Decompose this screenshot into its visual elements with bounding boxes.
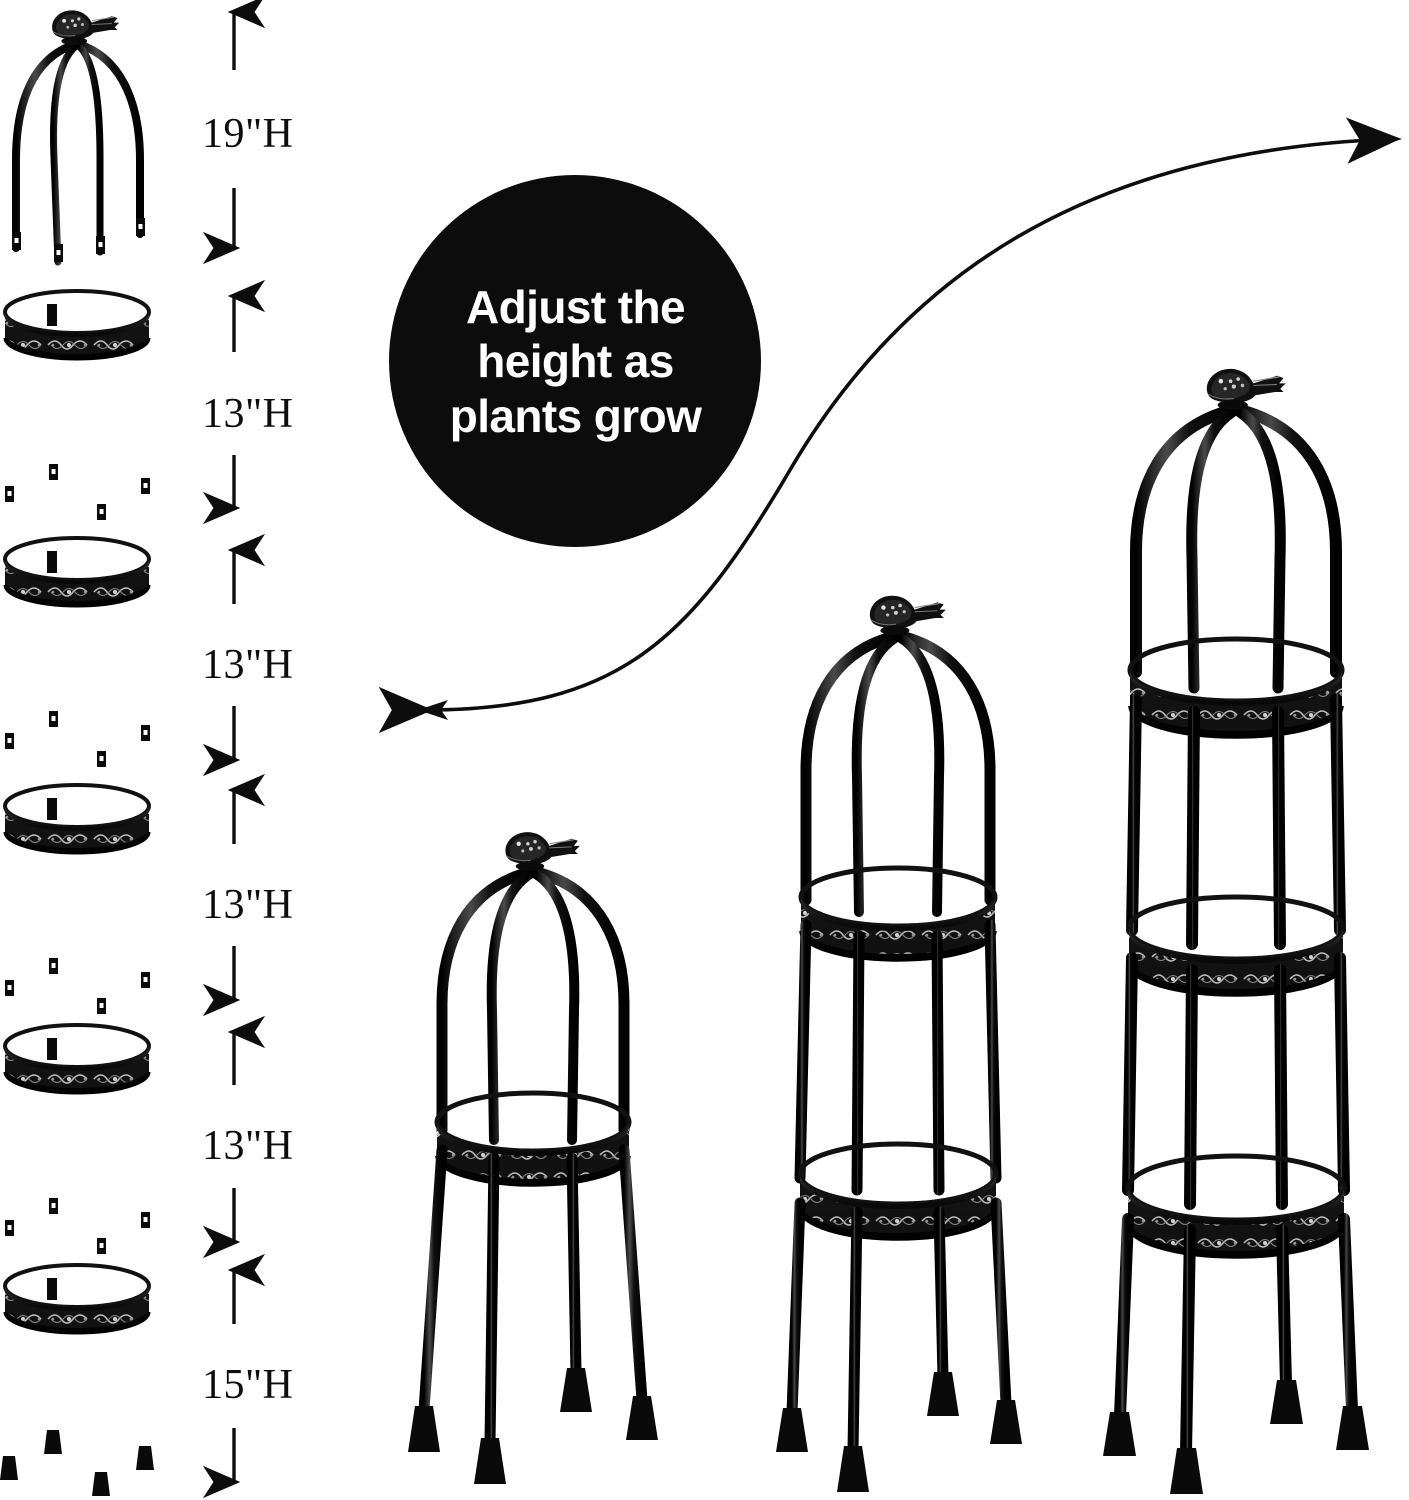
growth-arrow <box>378 117 1402 734</box>
dimension-label-6: 15"H <box>202 1362 294 1408</box>
decorative-ring <box>1125 1153 1347 1259</box>
decorative-ring <box>797 1141 999 1241</box>
part-base-ring-segment-with-feet <box>0 1263 154 1496</box>
dimension-label-4: 13"H <box>202 882 294 928</box>
dimension-label-3: 13"H <box>202 642 294 688</box>
part-dome-top-with-bird-finial <box>12 9 145 266</box>
part-extension-ring-segment <box>3 536 151 767</box>
dimension-label-5: 13"H <box>202 1123 294 1169</box>
flared-foot <box>776 1372 1022 1492</box>
exploded-parts-column <box>0 0 266 1499</box>
tower-small <box>408 831 658 1484</box>
dimension-label-2: 13"H <box>202 391 294 437</box>
flared-foot <box>1103 1380 1369 1494</box>
arrowhead-right <box>1368 128 1402 150</box>
flared-foot <box>408 1368 658 1484</box>
tower-large <box>1103 368 1369 1494</box>
arrowhead-left <box>418 700 448 720</box>
tower-medium <box>776 595 1022 1492</box>
decorative-ring <box>1126 894 1346 997</box>
dimension-label-1: 19"H <box>202 111 294 157</box>
decorative-ring <box>798 865 998 962</box>
flared-foot <box>0 1430 154 1496</box>
part-extension-ring-segment <box>3 783 151 1014</box>
part-extension-ring-segment <box>3 289 151 520</box>
part-extension-ring-segment <box>3 1023 151 1254</box>
callout-badge-circle <box>389 175 761 547</box>
decorative-ring <box>434 1090 632 1187</box>
